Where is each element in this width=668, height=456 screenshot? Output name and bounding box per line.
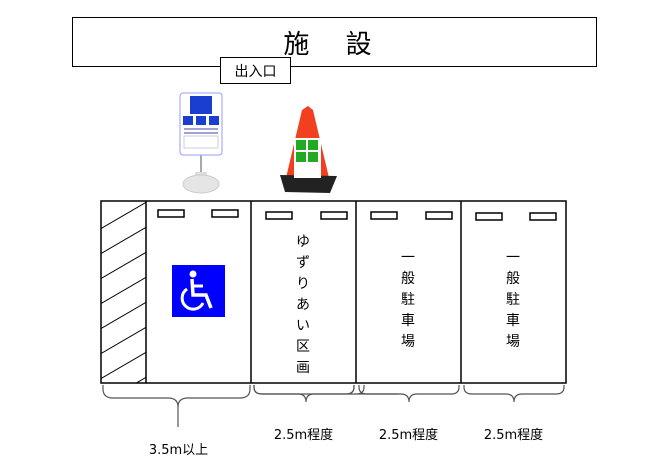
dimension-label: 2.5m程度 xyxy=(273,428,334,443)
accessible-parking-stand-sign xyxy=(179,92,223,194)
dimension-label: 3.5m以上 xyxy=(148,443,209,456)
traffic-cone-sign xyxy=(280,106,337,193)
parking-lines xyxy=(100,200,567,384)
priority-space-label: ゆずりあい区画 xyxy=(296,234,310,376)
dimension-label: 2.5m程度 xyxy=(378,428,439,443)
general-space-label: 一般駐車場 xyxy=(401,250,415,350)
dimension-label: 2.5m程度 xyxy=(483,428,544,443)
general-space-label: 一般駐車場 xyxy=(506,250,520,350)
wheel-stops xyxy=(157,209,557,221)
entrance-label: 出入口 xyxy=(220,57,291,84)
facility-label: 施 設 xyxy=(72,17,597,67)
dimension-braces xyxy=(102,385,565,427)
hatched-area xyxy=(101,201,146,383)
wheelchair-icon xyxy=(172,265,225,317)
